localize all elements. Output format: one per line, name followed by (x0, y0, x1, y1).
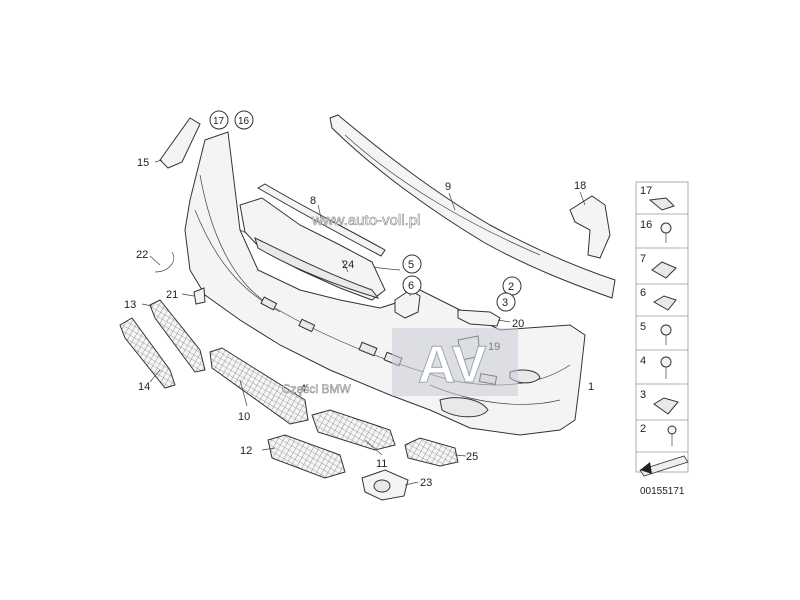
callout-16: 16 (238, 116, 250, 127)
bracket-left (159, 117, 201, 169)
grille-12 (267, 434, 346, 479)
callout-12: 12 (240, 445, 252, 457)
small-clip (193, 287, 206, 305)
grille-25 (404, 437, 459, 467)
callout-14: 14 (138, 381, 150, 393)
legend-num-3: 3 (640, 389, 646, 401)
legend-num-6: 6 (640, 287, 646, 299)
bumper-carrier (329, 114, 616, 299)
direction-arrow-icon (639, 455, 689, 477)
grille-13 (149, 299, 206, 373)
callout-10: 10 (238, 411, 250, 423)
legend-num-7: 7 (640, 253, 646, 265)
callout-2: 2 (508, 281, 514, 293)
legend-num-5: 5 (640, 321, 646, 333)
callout-9: 9 (445, 181, 451, 193)
cable (154, 251, 175, 273)
callout-4: 4 (300, 383, 306, 395)
callout-18: 18 (574, 180, 586, 192)
legend-num-17: 17 (640, 185, 652, 197)
legend-num-2: 2 (640, 423, 646, 435)
watermark-url: www.auto-voll.pl (311, 212, 420, 229)
grille-11 (311, 409, 396, 451)
callout-23: 23 (420, 477, 432, 489)
legend-num-16: 16 (640, 219, 652, 231)
callout-5: 5 (408, 259, 414, 271)
callout-15: 15 (137, 157, 149, 169)
callout-25: 25 (466, 451, 478, 463)
callout-17: 17 (213, 116, 225, 127)
callout-3: 3 (502, 297, 508, 309)
callout-1: 1 (588, 381, 594, 393)
callout-11: 11 (376, 458, 387, 470)
grille-support (239, 197, 386, 301)
watermark-logo: AV (418, 336, 487, 394)
callout-24: 24 (342, 259, 354, 271)
callout-13: 13 (124, 299, 136, 311)
callout-22: 22 (136, 249, 148, 261)
watermark: www.auto-voll.pl AV Części BMW (282, 212, 518, 396)
callout-21: 21 (166, 289, 178, 301)
callout-6: 6 (408, 280, 414, 292)
callout-20: 20 (512, 318, 524, 330)
towing-eye-bracket (457, 309, 501, 327)
bracket-right (569, 195, 611, 259)
fastener-legend: 17 16 7 6 5 4 3 2 (635, 181, 689, 477)
grille-10 (209, 347, 309, 425)
callout-8: 8 (310, 195, 316, 207)
grille-14 (119, 317, 176, 389)
diagram-id: 00155171 (640, 486, 685, 497)
watermark-caption: Części BMW (282, 382, 351, 396)
legend-num-4: 4 (640, 355, 646, 367)
leader-lines (141, 159, 586, 486)
